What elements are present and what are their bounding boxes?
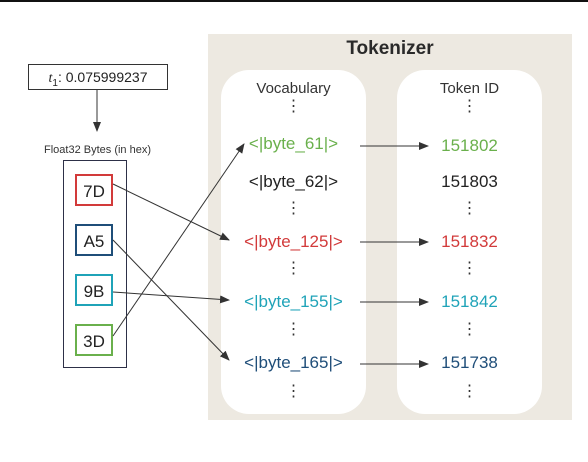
byte-3D: 3D bbox=[75, 324, 113, 356]
t1-variable: t bbox=[48, 71, 53, 86]
vocabulary-column bbox=[221, 70, 366, 414]
vocab-token-byte-125: <|byte_125|> bbox=[244, 232, 343, 251]
byte-9B: 9B bbox=[75, 274, 113, 306]
token-id-151802: 151802 bbox=[441, 136, 498, 155]
arrow-9B-to-byte-155 bbox=[112, 291, 230, 304]
vocab-ellipsis-4: ⋮ bbox=[285, 321, 302, 338]
id-ellipsis-1: ⋮ bbox=[461, 98, 478, 115]
vocab-token-byte-61: <|byte_61|> bbox=[248, 134, 339, 153]
vocabulary-header: Vocabulary bbox=[256, 80, 331, 97]
arrow-A5-to-byte-165 bbox=[112, 239, 230, 361]
vocab-token-byte-155: <|byte_155|> bbox=[244, 292, 343, 311]
arrow-3D-to-byte-61 bbox=[112, 143, 245, 337]
vocab-ellipsis-5: ⋮ bbox=[285, 383, 302, 400]
id-ellipsis-5: ⋮ bbox=[461, 383, 478, 400]
id-ellipsis-3: ⋮ bbox=[461, 260, 478, 277]
vocab-token-byte-62: <|byte_62|> bbox=[248, 172, 339, 191]
arrow-7D-to-byte-125 bbox=[112, 183, 230, 241]
token-id-header: Token ID bbox=[439, 80, 500, 97]
tokenizer-title: Tokenizer bbox=[346, 38, 434, 59]
top-rule bbox=[0, 0, 588, 2]
vocab-token-byte-165: <|byte_165|> bbox=[244, 353, 343, 372]
vocab-ellipsis-3: ⋮ bbox=[285, 260, 302, 277]
vocab-ellipsis-1: ⋮ bbox=[285, 98, 302, 115]
id-ellipsis-2: ⋮ bbox=[461, 200, 478, 217]
byte-A5: A5 bbox=[75, 224, 113, 256]
t1-value-box: t1: 0.075999237 bbox=[28, 64, 168, 90]
token-id-151803: 151803 bbox=[441, 172, 498, 191]
byte-7D: 7D bbox=[75, 174, 113, 206]
vocab-ellipsis-2: ⋮ bbox=[285, 200, 302, 217]
token-id-151842: 151842 bbox=[441, 292, 498, 311]
id-ellipsis-4: ⋮ bbox=[461, 321, 478, 338]
token-id-151738: 151738 bbox=[441, 353, 498, 372]
float-bytes-label: Float32 Bytes (in hex) bbox=[44, 144, 151, 156]
t1-value: : 0.075999237 bbox=[57, 69, 148, 85]
float-bytes-frame bbox=[63, 160, 127, 368]
t1-subscript: 1 bbox=[52, 77, 58, 89]
token-id-151832: 151832 bbox=[441, 232, 498, 251]
